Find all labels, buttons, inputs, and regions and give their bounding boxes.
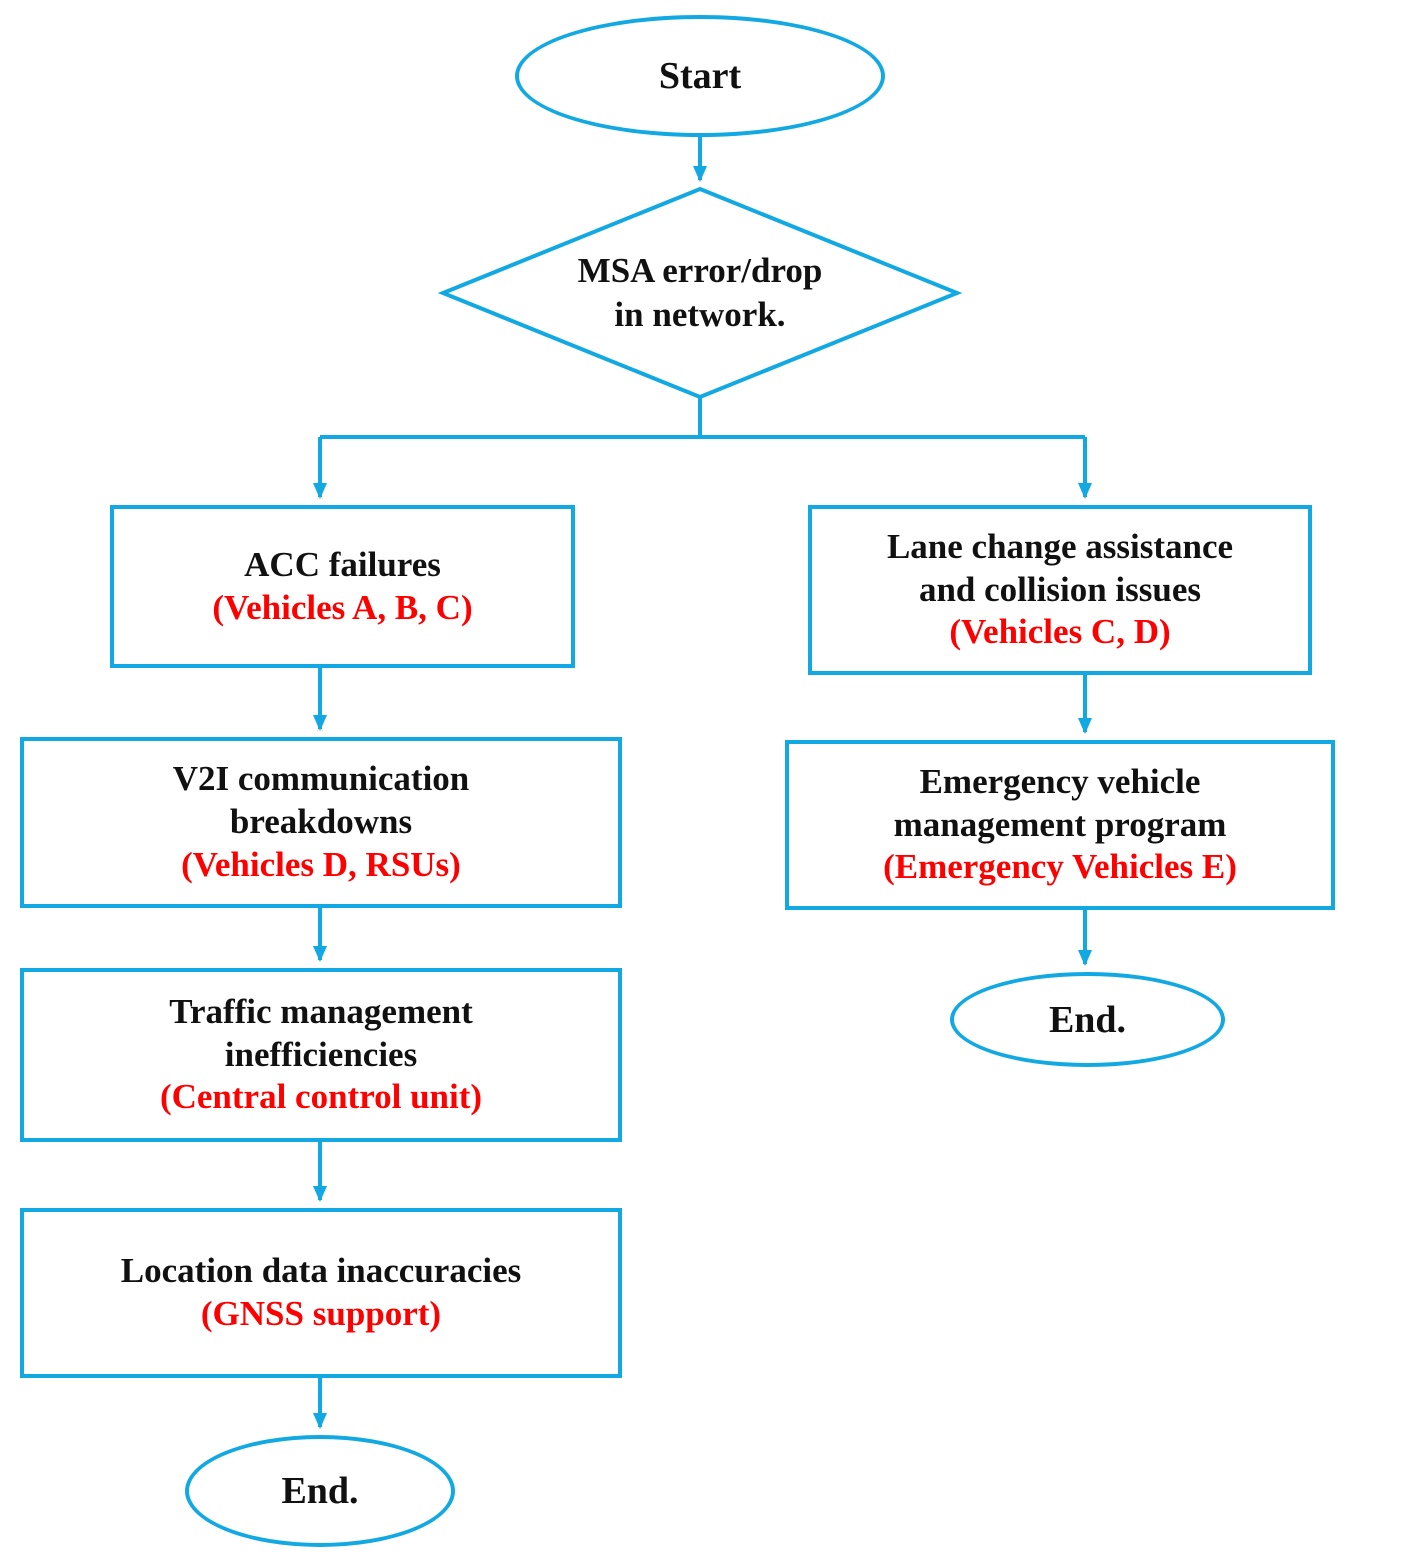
emergency-program-detail: (Emergency Vehicles E): [883, 847, 1237, 887]
start-label: Start: [658, 55, 742, 97]
node-v2i-breakdowns: V2I communication breakdowns (Vehicles D…: [20, 737, 622, 908]
node-start: Start: [515, 15, 885, 137]
node-acc-failures: ACC failures (Vehicles A, B, C): [110, 505, 575, 668]
v2i-breakdowns-detail: (Vehicles D, RSUs): [181, 844, 461, 884]
acc-failures-title: ACC failures: [244, 544, 441, 584]
end-right-label: End.: [1048, 998, 1127, 1041]
lane-change-detail: (Vehicles C, D): [949, 612, 1171, 652]
traffic-inefficiencies-detail: (Central control unit): [159, 1077, 483, 1117]
location-inaccuracies-title: Location data inaccuracies: [120, 1251, 522, 1291]
node-location-inaccuracies: Location data inaccuracies (GNSS support…: [20, 1208, 622, 1378]
location-inaccuracies-detail: (GNSS support): [200, 1294, 442, 1333]
lane-change-title: Lane change assistance and collision iss…: [886, 526, 1234, 609]
acc-failures-detail: (Vehicles A, B, C): [212, 587, 473, 627]
traffic-inefficiencies-title: Traffic management inefficiencies: [169, 991, 473, 1074]
v2i-breakdowns-title: V2I communication breakdowns: [172, 759, 470, 842]
node-emergency-program: Emergency vehicle management program (Em…: [785, 740, 1335, 910]
node-end-left: End.: [185, 1435, 455, 1547]
end-left-label: End.: [281, 1470, 359, 1512]
decision-label: MSA error/drop in network.: [577, 251, 823, 334]
node-decision: MSA error/drop in network.: [438, 186, 962, 400]
emergency-program-title: Emergency vehicle management program: [893, 761, 1227, 844]
node-lane-change: Lane change assistance and collision iss…: [808, 505, 1312, 675]
node-end-right: End.: [950, 972, 1225, 1067]
diamond-shape: [438, 186, 962, 400]
node-traffic-inefficiencies: Traffic management inefficiencies (Centr…: [20, 968, 622, 1142]
